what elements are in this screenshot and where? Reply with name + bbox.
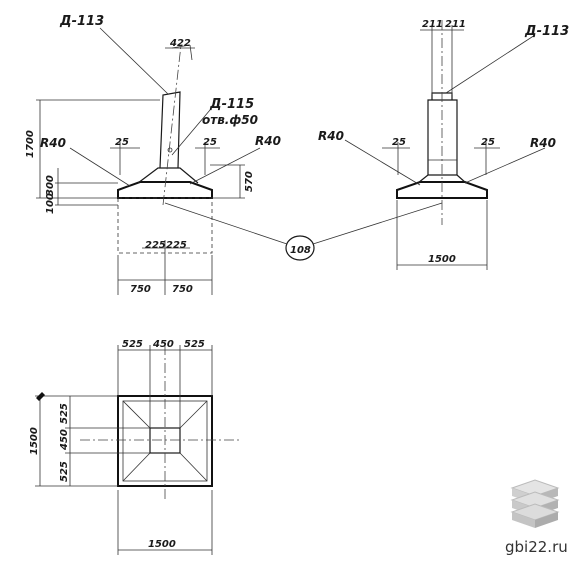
left-elevation: [36, 27, 261, 295]
leader-r40-2: [189, 147, 261, 185]
left-footing-top: [137, 167, 199, 184]
label-r40-1: R40: [40, 136, 66, 150]
dim-750b: 750: [172, 284, 193, 295]
right-footing-top: [417, 174, 467, 184]
dim-1500-front: 1500: [428, 254, 456, 265]
plan-mark-icon: [36, 392, 45, 401]
label-r40-3: R40: [318, 129, 344, 143]
leader-d113-left: [99, 27, 169, 95]
left-post-top: [171, 44, 193, 61]
plan-dim-1500h: 1500: [148, 539, 176, 550]
plan-dim-v525a: 525: [59, 403, 70, 424]
label-d113-right: Д-113: [524, 24, 569, 39]
dim-225a: 225: [145, 240, 166, 251]
dim-211a: 211: [422, 19, 443, 30]
label-d113-left: Д-113: [59, 14, 104, 29]
right-post: [427, 99, 458, 175]
mark-108: [164, 202, 443, 261]
dim-25-4: 25: [481, 137, 495, 148]
label-r40-4: R40: [530, 136, 556, 150]
dim-570: 570: [244, 171, 255, 192]
stacked-slabs-icon: [510, 479, 560, 528]
plan-dim-450: 450: [152, 339, 174, 350]
plan-dim-1500v: 1500: [29, 427, 40, 455]
leader-d115: [171, 109, 211, 156]
leader-r40-4: [464, 147, 546, 184]
plan-dim-525b: 525: [184, 339, 205, 350]
label-r40-2: R40: [255, 134, 281, 148]
plan-dim-v525b: 525: [59, 461, 70, 482]
dim-211b: 211: [445, 19, 466, 30]
right-elevation: [344, 20, 546, 270]
left-post-axis: [162, 44, 182, 206]
left-post: [159, 91, 181, 169]
dim-225b: 225: [166, 240, 187, 251]
dim-1700: 1700: [25, 130, 36, 158]
label-d115: Д-115: [209, 97, 254, 112]
plan-dim-525a: 525: [122, 339, 143, 350]
leader-r40-3: [344, 139, 421, 186]
watermark-site: gbi22.ru: [505, 538, 568, 556]
leader-d113-right: [445, 34, 536, 94]
plan-view: [35, 345, 240, 555]
leader-r40-1: [69, 147, 131, 187]
dim-25-2: 25: [203, 137, 217, 148]
dim-25-3: 25: [392, 137, 406, 148]
dim-300: 300: [45, 175, 56, 196]
dim-100: 100: [45, 193, 56, 214]
label-108: 108: [290, 245, 311, 256]
label-hole: отв.ф50: [202, 113, 258, 127]
left-hole-mark: [167, 147, 173, 153]
dim-422: 422: [169, 38, 191, 49]
dim-750a: 750: [130, 284, 151, 295]
plan-dim-v450: 450: [59, 429, 70, 451]
dim-25-1: 25: [115, 137, 129, 148]
